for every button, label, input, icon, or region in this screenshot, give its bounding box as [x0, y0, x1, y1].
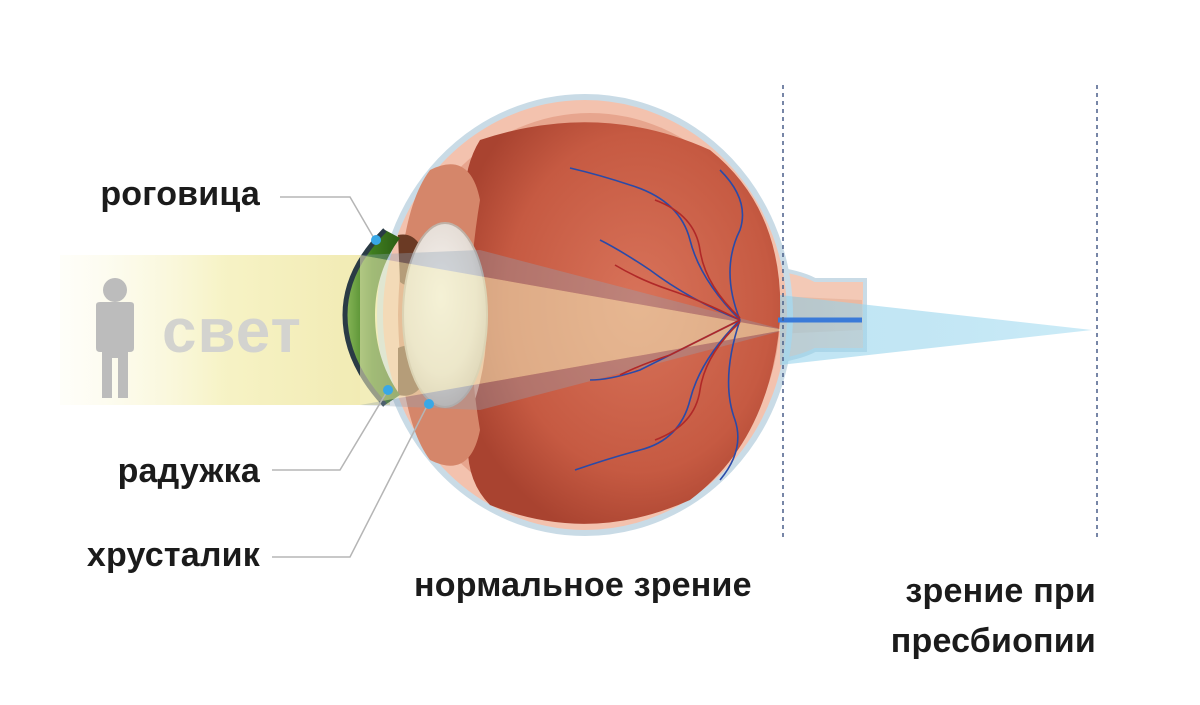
- cornea-marker: [371, 235, 381, 245]
- iris-label: радужка: [117, 452, 260, 490]
- person-icon: [96, 278, 134, 398]
- lens-label: хрусталик: [86, 536, 260, 574]
- focus-cone: [360, 255, 785, 405]
- presbyopia-label-line1: зрение при: [905, 572, 1096, 610]
- cornea-label: роговица: [100, 175, 260, 213]
- iris-marker: [383, 385, 393, 395]
- presbyopia-label: зрение при пресбиопии: [891, 566, 1096, 666]
- blood-vessels: [569, 167, 744, 481]
- leader-lines: [272, 196, 429, 558]
- presbyopia-beam: [780, 295, 1092, 365]
- normal-vision-label: нормальное зрение: [414, 566, 752, 604]
- lens-marker: [424, 399, 434, 409]
- light-label: свет: [162, 297, 302, 366]
- presbyopia-label-line2: пресбиопии: [890, 622, 1096, 660]
